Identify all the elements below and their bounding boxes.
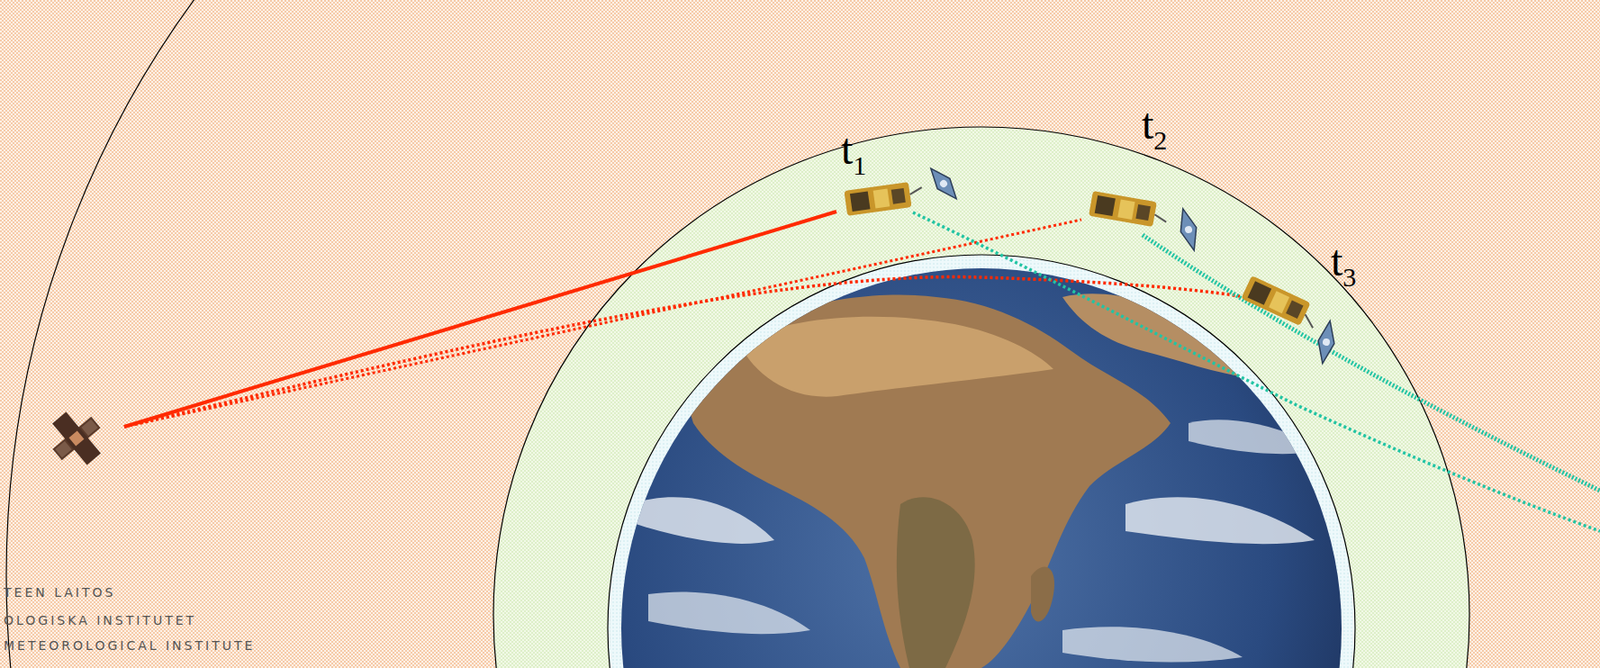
watermark-text: METEOROLOGICAL INSTITUTE — [3, 639, 255, 652]
time-label: t3 — [1330, 239, 1356, 283]
time-label: t2 — [1141, 102, 1167, 146]
time-label: t1 — [840, 127, 867, 172]
watermark-text: OLOGISKA INSTITUTET — [3, 614, 197, 627]
watermark-text: TEEN LAITOS — [3, 586, 116, 599]
